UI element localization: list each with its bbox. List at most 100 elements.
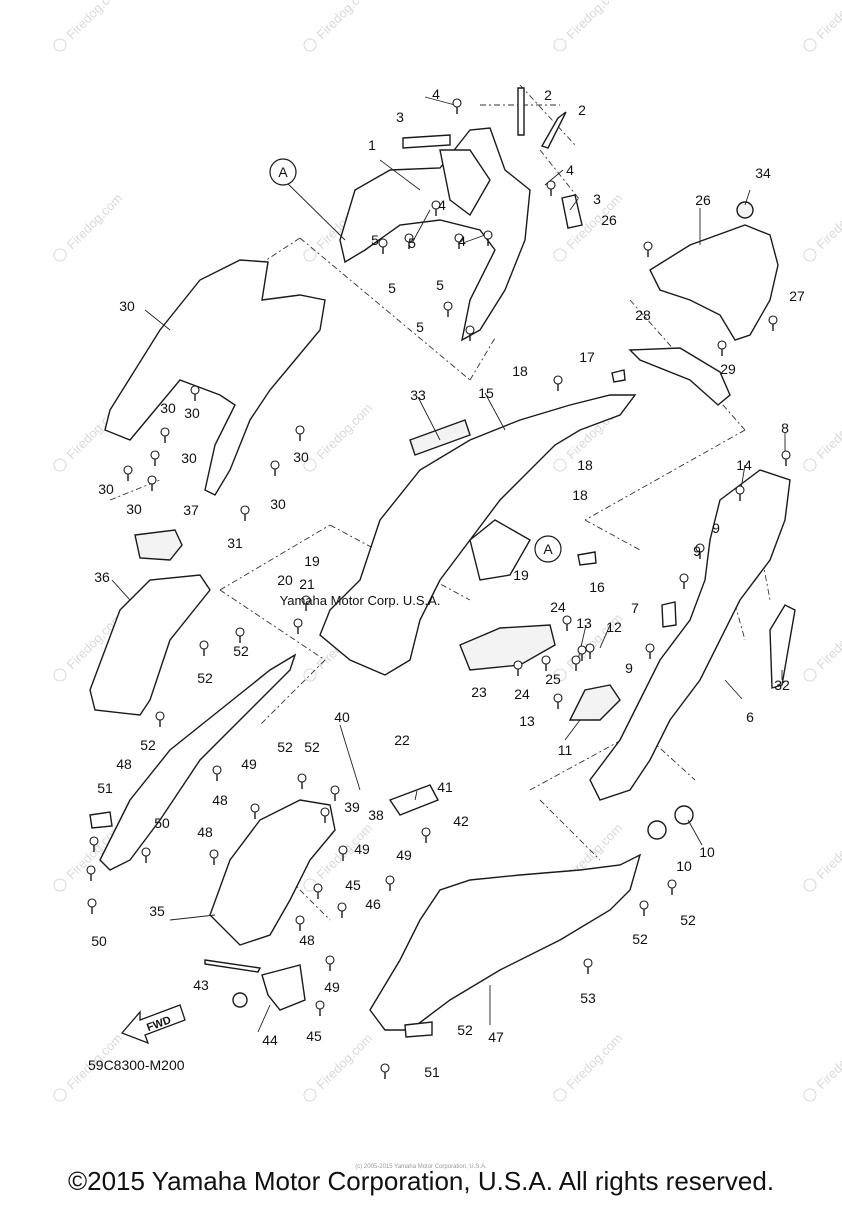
fastener — [325, 955, 335, 971]
callout-number: 1 — [368, 137, 376, 153]
fastener — [199, 640, 209, 656]
fastener — [209, 849, 219, 865]
fastener — [123, 465, 133, 481]
callout-number: 18 — [577, 457, 593, 473]
fastener — [250, 803, 260, 819]
callout-number: 37 — [183, 502, 199, 518]
watermark: Firedog.com — [803, 190, 842, 262]
callout-number: 24 — [514, 686, 530, 702]
callout-number: 9 — [625, 660, 633, 676]
fastener — [483, 230, 493, 246]
callout-number: 15 — [478, 385, 494, 401]
callout-number: 52 — [304, 739, 320, 755]
callout-a-top-label: A — [278, 164, 288, 180]
callout-number: 16 — [589, 579, 605, 595]
part-29-rear-frame — [104, 259, 326, 496]
callout-number: 53 — [580, 990, 596, 1006]
callout-number: 48 — [299, 932, 315, 948]
watermark-text: Firedog.com — [314, 1030, 376, 1092]
watermark-text: Firedog.com — [814, 400, 842, 462]
callout-number: 5 — [436, 277, 444, 293]
callout-number: 18 — [572, 487, 588, 503]
callout-number: 4 — [438, 197, 446, 213]
fastener — [768, 315, 778, 331]
callout-number: 29 — [720, 361, 736, 377]
callout-number: 49 — [241, 756, 257, 772]
callout-number: 48 — [116, 756, 132, 772]
fastener — [320, 807, 330, 823]
callout-number: 9 — [693, 543, 701, 559]
callout-number: 50 — [154, 815, 170, 831]
fastener — [781, 450, 791, 466]
callout-number: 4 — [566, 162, 574, 178]
callout-number: 52 — [140, 737, 156, 753]
fastener — [454, 233, 464, 249]
fastener — [212, 765, 222, 781]
callout-number: 46 — [365, 896, 381, 912]
fastener — [87, 898, 97, 914]
leader-lines — [111, 96, 786, 1033]
watermark-text: Firedog.com — [314, 0, 376, 42]
callout-number: 45 — [345, 877, 361, 893]
watermark-text: Firedog.com — [814, 820, 842, 882]
fastener — [297, 773, 307, 789]
fastener — [150, 450, 160, 466]
fastener — [404, 233, 414, 249]
callout-number: 13 — [519, 713, 535, 729]
fastener — [295, 425, 305, 441]
fastener — [337, 902, 347, 918]
callout-a-mid-label: A — [543, 541, 553, 557]
fastener — [270, 460, 280, 476]
fastener — [89, 836, 99, 852]
fastener — [553, 693, 563, 709]
fastener — [513, 660, 523, 676]
callout-number: 4 — [432, 86, 440, 102]
callout-number: 26 — [601, 212, 617, 228]
callout-number: 42 — [453, 813, 469, 829]
fastener — [86, 865, 96, 881]
callout-number: 9 — [712, 520, 720, 536]
callout-number: 43 — [193, 977, 209, 993]
callout-number: 49 — [354, 841, 370, 857]
part-1-inner-cover — [339, 127, 531, 342]
fastener — [443, 301, 453, 317]
fastener — [190, 385, 200, 401]
callout-number: 7 — [631, 600, 639, 616]
callout-number: 18 — [512, 363, 528, 379]
fastener — [385, 875, 395, 891]
fastener — [155, 711, 165, 727]
callout-number: 3 — [593, 191, 601, 207]
callout-number: 20 — [277, 572, 293, 588]
watermark: Firedog.com — [53, 190, 125, 262]
fine-print: (c) 2005-2015 Yamaha Motor Corporation, … — [355, 1164, 487, 1170]
watermark-text: Firedog.com — [64, 0, 126, 42]
callout-number: 21 — [299, 576, 315, 592]
watermark-text: Firedog.com — [814, 0, 842, 42]
callout-number: 19 — [513, 567, 529, 583]
watermark: Firedog.com — [553, 1030, 626, 1102]
fastener — [553, 375, 563, 391]
copyright: ©2015 Yamaha Motor Corporation, U.S.A. A… — [68, 1166, 774, 1196]
fastener — [295, 915, 305, 931]
callout-number: 49 — [396, 847, 412, 863]
fastener — [380, 1063, 390, 1079]
fastener — [541, 655, 551, 671]
callout-number: 30 — [270, 496, 286, 512]
fastener — [315, 1000, 325, 1016]
callout-number: 49 — [324, 979, 340, 995]
part-47-side-cover-left — [99, 653, 297, 871]
part-25-rear-cover — [649, 224, 779, 341]
parts-layer — [89, 87, 796, 1038]
fastener — [431, 200, 441, 216]
callout-number: 22 — [394, 732, 410, 748]
watermark: Firedog.com — [303, 400, 376, 472]
callout-number: 19 — [304, 553, 320, 569]
watermark-text: Firedog.com — [814, 610, 842, 672]
callout-number: 17 — [579, 349, 595, 365]
watermark-text: Firedog.com — [564, 1030, 626, 1092]
watermark: Firedog.com — [803, 400, 842, 472]
watermark-text: Firedog.com — [314, 400, 376, 462]
callout-number: 2 — [578, 102, 586, 118]
callout-number: 51 — [97, 780, 113, 796]
